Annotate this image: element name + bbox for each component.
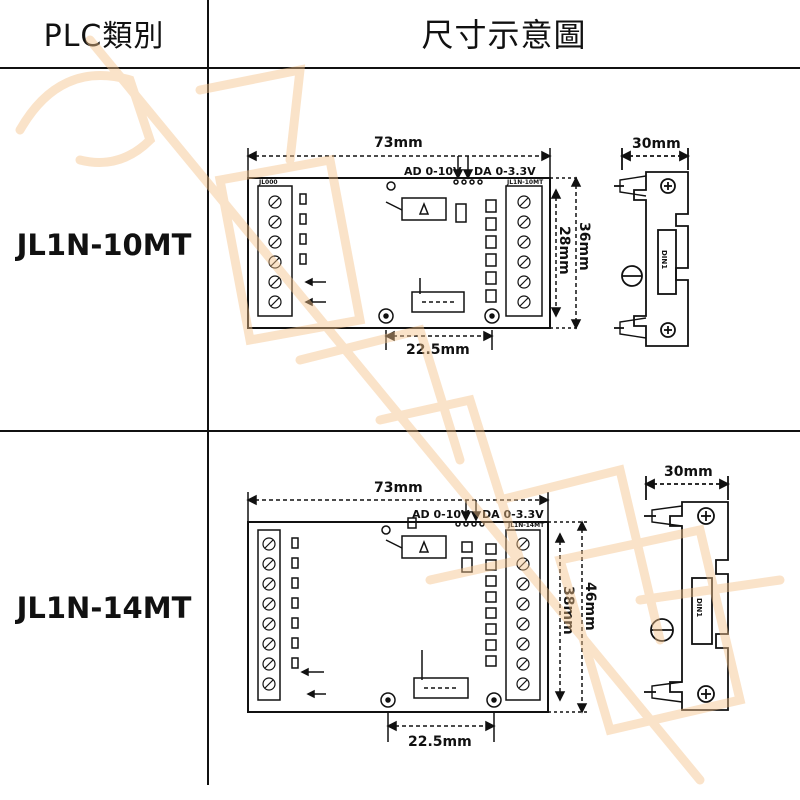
dim-hole-label: 22.5mm <box>406 342 470 358</box>
dim-side-label: 30mm <box>664 464 713 480</box>
dim-height-inner-label: 28mm <box>556 226 572 275</box>
model-label-14mt: JL1N-14MT <box>16 591 192 625</box>
dim-height-inner-label: 38mm <box>560 586 576 635</box>
da-label: DA 0-3.3V <box>474 165 536 178</box>
board-label-left: JL000 <box>258 179 278 186</box>
board-label-right: JL1N-10MT <box>506 179 544 186</box>
diagram-10mt: 73mm AD 0-10V DA 0-3.3V JL000 JL1N-10MT … <box>246 135 691 358</box>
dim-hole-label: 22.5mm <box>408 734 472 750</box>
dim-width-label: 73mm <box>374 480 423 496</box>
row-divider <box>0 430 800 432</box>
dim-height-outer-label: 46mm <box>582 582 598 631</box>
column-divider <box>207 0 209 785</box>
board-label-right: JL1N-14MT <box>507 522 545 529</box>
dim-side-label: 30mm <box>632 136 681 152</box>
diagram-14mt: 73mm AD 0-10V DA 0-3.3V JL1N-14MT 22.5mm… <box>246 464 731 750</box>
side-label: DIN1 <box>695 598 703 617</box>
dim-height-outer-label: 36mm <box>576 222 592 271</box>
header-plc-type: PLC類別 <box>43 19 165 54</box>
side-label: DIN1 <box>660 250 668 269</box>
dim-width-label: 73mm <box>374 135 423 151</box>
ad-label: AD 0-10V <box>412 508 470 521</box>
model-label-10mt: JL1N-10MT <box>16 228 192 262</box>
header-dimension-diagram: 尺寸示意圖 <box>421 16 587 54</box>
header-bottom-rule <box>0 67 800 69</box>
ad-label: AD 0-10V <box>404 165 462 178</box>
da-label: DA 0-3.3V <box>482 508 544 521</box>
